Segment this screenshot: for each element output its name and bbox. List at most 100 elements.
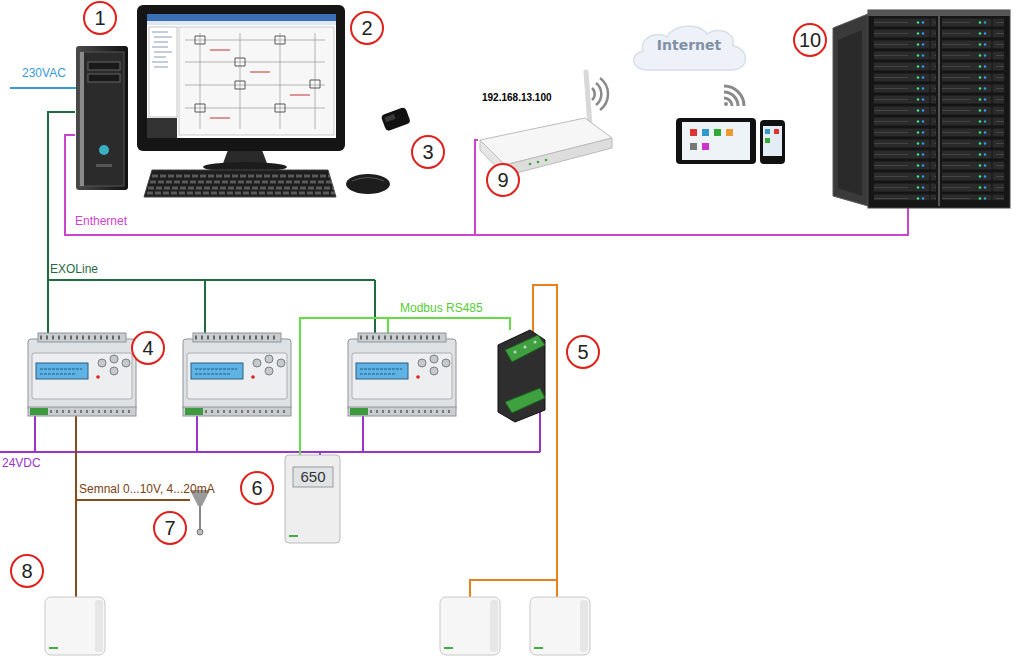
pc-tower [76,46,128,190]
router [586,72,590,126]
display-sensor [293,467,333,487]
phone [774,129,779,134]
router [545,159,548,162]
callout-number: 4 [131,331,165,365]
controller [348,333,456,416]
connector-layer [48,112,908,597]
tablet [690,143,697,150]
callout-number: 8 [10,554,44,588]
server-rack [868,10,1010,16]
wire-connector [75,415,77,597]
mouse [346,174,390,194]
server-rack [874,18,936,200]
wifi-symbol [592,78,608,110]
server-rack [938,16,940,206]
mouse [352,178,384,182]
phone [760,120,785,164]
monitor [137,5,345,151]
keyboard [144,170,336,197]
tablet [714,129,721,136]
keyboard [147,176,335,193]
probe-sensor [197,529,203,535]
phone [760,120,785,164]
monitor [147,118,177,138]
controller: 4 [28,333,136,415]
wire-label: 230VAC [22,66,66,80]
keyboard [144,170,336,197]
pc-tower [99,145,109,155]
display-sensor: 6506 [285,455,340,543]
callout-number: 3 [411,135,445,169]
display-value: 650 [293,468,333,486]
pc-tower [88,74,120,82]
io-module [514,351,517,354]
wire-label: Enthernet [75,214,127,228]
ip-address: 192.168.13.100 [482,92,552,103]
wifi-symbol [724,86,744,106]
display-sensor [285,455,340,543]
tablet [702,129,709,136]
monitor: 2 [137,5,345,170]
monitor [147,21,336,25]
mouse [346,174,390,194]
wire-connector [300,318,510,455]
router [505,138,612,176]
pc-tower [76,46,128,190]
device [28,5,1010,655]
controller [183,333,291,416]
wire-label: 24VDC [2,456,41,470]
internet-cloud: Internet [625,20,753,74]
probe-sensor [190,490,210,535]
server-rack [942,18,1004,200]
monitor [147,14,336,21]
monitor [137,5,345,172]
monitor [195,36,320,112]
monitor [149,27,177,117]
wire-label: Modbus RS485 [400,301,483,315]
phone [765,138,770,143]
monitor [185,33,325,129]
callout-number: 10 [793,23,827,57]
callout-number: 1 [83,1,117,35]
pc-tower: 1 [75,48,130,190]
monitor [179,27,334,135]
server-rack [833,10,1010,208]
io-module [524,346,527,349]
phone [765,129,770,134]
wifi-symbol [592,78,608,110]
router [537,161,540,164]
usb-dongle [381,107,411,132]
tablet [676,118,756,164]
tablet [682,122,750,160]
callout-number: 7 [153,511,187,545]
wire-label: Semnal 0...10V, 4...20mA [79,482,215,496]
wifi-symbol [724,102,728,106]
io-module [498,330,545,422]
callout-number: 9 [486,163,520,197]
io-module [498,330,545,422]
io-module [505,335,545,362]
usb-dongle [381,107,411,132]
tablet [702,143,709,150]
signal-wire [470,285,557,597]
room-sensor [530,597,590,655]
power-wire [10,87,78,89]
server-rack [833,14,868,206]
server-rack [838,30,862,196]
tablet [690,129,697,136]
io-module [505,388,545,413]
monitor [147,14,336,138]
server-rack: 10 [833,10,1011,208]
monitor [210,50,310,118]
wifi-symbol [724,86,744,106]
cloud-label: Internet [625,37,753,53]
wire-label: EXOLine [50,262,98,276]
io-module [534,341,537,344]
pc-tower [80,52,124,186]
callout-number: 2 [350,11,384,45]
pc-tower [80,52,84,186]
usb-dongle: 3 [380,105,412,133]
